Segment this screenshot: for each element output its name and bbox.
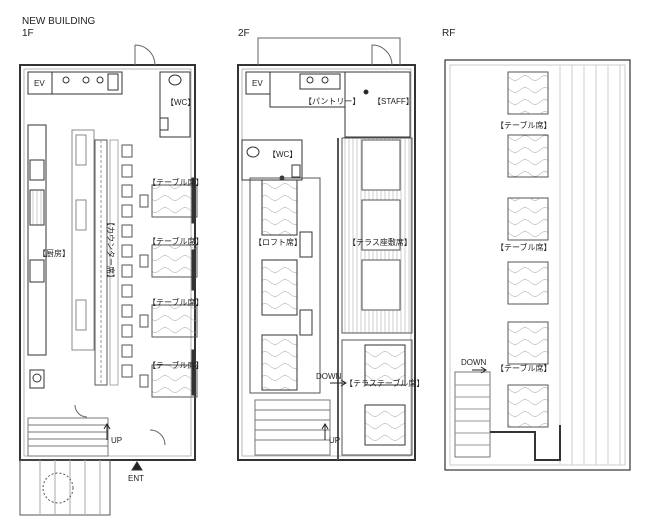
floor1-table-1 — [151, 184, 198, 218]
floor1-up-label: UP — [111, 436, 122, 445]
floor1-title: 1F — [22, 28, 34, 39]
floor2-loft-table-1 — [261, 179, 298, 236]
floor1-entrance-label: ENT — [128, 474, 144, 483]
floor1-table-2 — [151, 244, 198, 278]
roof-plan — [444, 59, 631, 471]
building-title: NEW BUILDING — [22, 16, 96, 27]
roof-title: RF — [442, 28, 456, 39]
roof-table-label-3: 【テーブル席】 — [496, 363, 552, 373]
floor2-terrace-table-2 — [361, 199, 401, 251]
roof-table-label-1: 【テーブル席】 — [496, 120, 552, 130]
floor1-plan — [19, 44, 198, 516]
roof-table-label-2: 【テーブル席】 — [496, 242, 552, 252]
floor1-tree — [42, 472, 74, 504]
floor2-title: 2F — [238, 28, 250, 39]
floor1-table-label-1: 【テーブル席】 — [148, 177, 204, 187]
floor2-staff-label: 【STAFF】 — [373, 97, 414, 106]
floor1-ev-label: EV — [34, 79, 45, 88]
roof-table-4 — [507, 261, 549, 305]
floor1-wc-label: 【WC】 — [166, 98, 195, 107]
floor2-terrace-table-3 — [361, 259, 401, 311]
floor1-table-3 — [151, 304, 198, 338]
floor2-loft-label: 【ロフト席】 — [254, 237, 302, 247]
floor2-terrace-zashiki-label: 【テラス座敷席】 — [348, 237, 412, 247]
floor2-plan — [237, 37, 416, 461]
roof-down-label: DOWN — [461, 358, 487, 367]
floor2-loft-table-3 — [261, 334, 298, 391]
floor2-down-label: DOWN — [316, 372, 342, 381]
floor1-kitchen-label: 【厨房】 — [38, 248, 70, 258]
roof-table-5 — [507, 321, 549, 365]
floor2-wc-label: 【WC】 — [268, 150, 297, 159]
roof-table-3 — [507, 197, 549, 241]
roof-table-1 — [507, 71, 549, 115]
floor1-table-label-4: 【テーブル席】 — [148, 360, 204, 370]
roof-table-6 — [507, 384, 549, 428]
floor1-counter-label: 【カウンター席】 — [106, 218, 116, 282]
floor1-table-label-2: 【テーブル席】 — [148, 236, 204, 246]
roof-table-2 — [507, 134, 549, 178]
floor1-table-label-3: 【テーブル席】 — [148, 297, 204, 307]
floor2-loft-table-2 — [261, 259, 298, 316]
floor2-ev-label: EV — [252, 79, 263, 88]
floor2-terrace-table-label: 【テラステーブル席】 — [345, 378, 424, 388]
floor2-terrace-table-1 — [361, 139, 401, 191]
floor2-up-label: UP — [329, 436, 340, 445]
floor2-pantry-label: 【パントリー】 — [304, 97, 360, 106]
floor1-table-4 — [151, 364, 198, 398]
